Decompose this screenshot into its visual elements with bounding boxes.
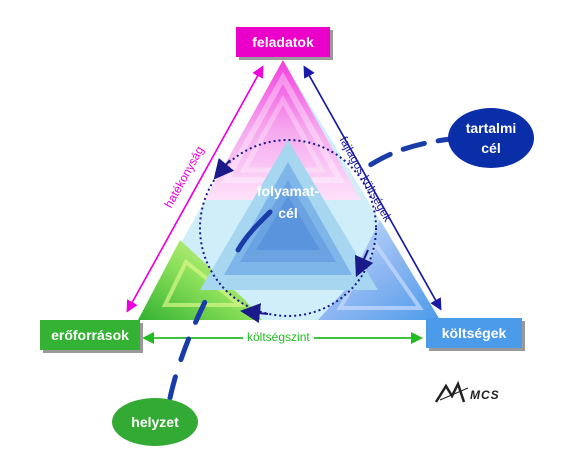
logo-icon [434,380,469,403]
content-goal-oval: tartalmi cél [448,108,534,168]
situation-oval: helyzet [112,398,198,446]
cost-level-label: költségszint [243,330,314,344]
resources-box: erőforrások [40,320,140,350]
goal-dashed-link [357,135,463,175]
process-cycle-circle [199,139,377,317]
process-goal-label: folyamat- cél [256,183,320,221]
costs-label: költségek [441,325,507,341]
costs-box: költségek [426,318,522,348]
resources-label: erőforrások [51,327,129,343]
situation-dashed-link [167,285,215,401]
logo-text: MCS [470,388,500,402]
top-region [205,60,361,200]
tasks-label: feladatok [252,34,314,50]
tasks-box: feladatok [236,27,330,57]
